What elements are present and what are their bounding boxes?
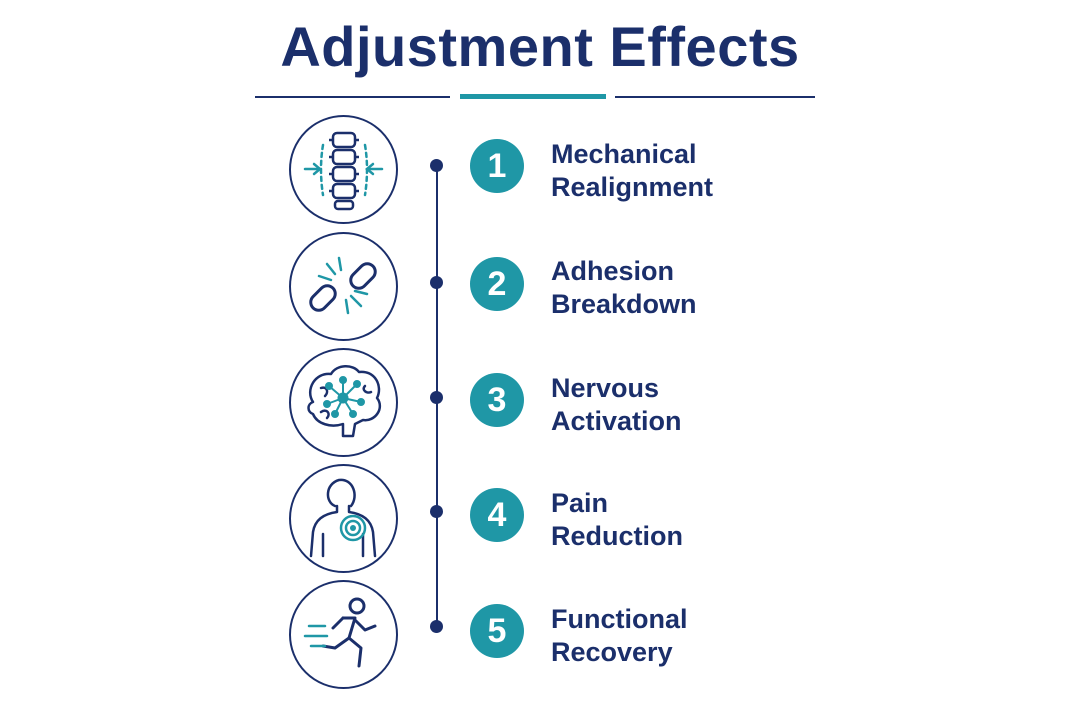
spine-icon	[289, 115, 398, 224]
title-divider-right	[615, 96, 815, 98]
step-label: Mechanical Realignment	[551, 138, 811, 204]
page-title: Adjustment Effects	[280, 15, 800, 78]
broken-chain-icon	[289, 232, 398, 341]
step-label-line2: Reduction	[551, 521, 683, 551]
step-label: Adhesion Breakdown	[551, 255, 811, 321]
step-label-line1: Pain	[551, 488, 609, 518]
title-divider-accent	[460, 94, 606, 99]
body-target-icon	[289, 464, 398, 573]
step-label-line1: Nervous	[551, 373, 660, 403]
brain-network-icon	[289, 348, 398, 457]
step-label: Pain Reduction	[551, 487, 811, 553]
step-label: Functional Recovery	[551, 603, 811, 669]
step-label-line1: Functional	[551, 604, 688, 634]
step-number-badge: 5	[470, 604, 524, 658]
step-label-line1: Mechanical	[551, 139, 697, 169]
step-label: Nervous Activation	[551, 372, 811, 438]
step-label-line2: Recovery	[551, 637, 673, 667]
timeline-dot	[430, 620, 443, 633]
step-label-line2: Breakdown	[551, 289, 697, 319]
step-label-line2: Activation	[551, 406, 682, 436]
running-person-icon	[289, 580, 398, 689]
timeline-dot	[430, 505, 443, 518]
timeline-dot	[430, 159, 443, 172]
step-label-line2: Realignment	[551, 172, 714, 202]
step-number-badge: 1	[470, 139, 524, 193]
step-number-badge: 4	[470, 488, 524, 542]
title-divider-left	[255, 96, 450, 98]
step-number-badge: 2	[470, 257, 524, 311]
timeline-dot	[430, 391, 443, 404]
timeline-dot	[430, 276, 443, 289]
step-label-line1: Adhesion	[551, 256, 675, 286]
step-number-badge: 3	[470, 373, 524, 427]
